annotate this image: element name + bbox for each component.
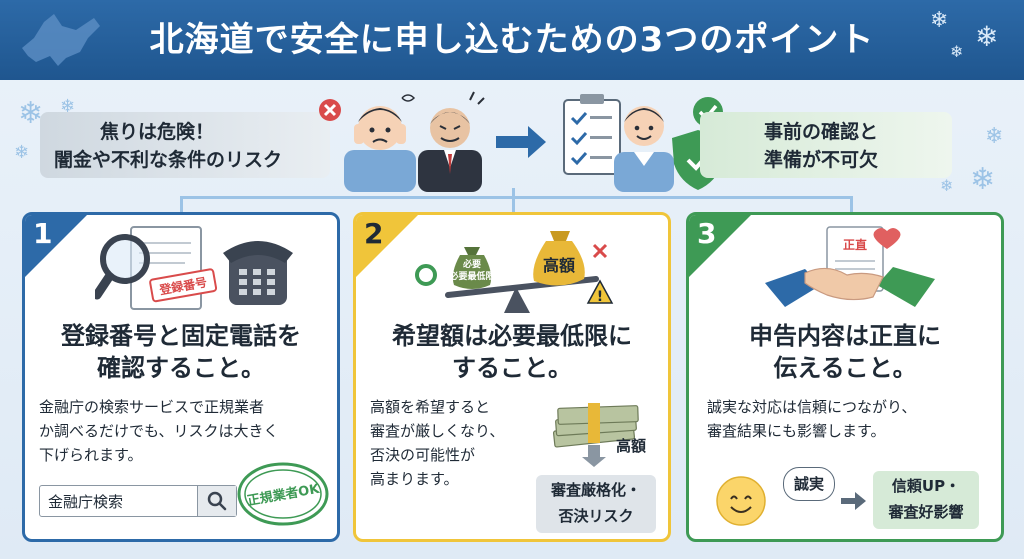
card-title-line: 確認すること。 (97, 354, 265, 382)
card-body-line: 否決の可能性が (370, 446, 476, 464)
card-corner (689, 215, 751, 277)
point-number: 3 (697, 217, 717, 250)
snowflake-icon: ❄ (970, 162, 996, 197)
document-label: 正直 (843, 237, 867, 252)
search-icon (207, 491, 227, 511)
point-card-2: 2 必要 必要最低限 高額 ! 希望額は必要最低限に すること。 高額を希望する… (353, 212, 671, 542)
card-corner (25, 215, 87, 277)
safe-line-2: 準備が不可欠 (764, 149, 879, 171)
point-card-3: 3 正直 申告内容は正直に 伝えること。 誠実な対応は信頼につながり、 審査結果… (686, 212, 1004, 542)
page-title: 北海道で安全に申し込むための3つのポイント (149, 20, 875, 60)
money-label: 高額 (616, 437, 647, 455)
svg-text:!: ! (597, 289, 603, 305)
card-body-line: 金融庁の検索サービスで正規業者 (39, 398, 265, 416)
safe-message: 事前の確認と 準備が不可欠 (700, 112, 952, 178)
card-corner (356, 215, 418, 277)
speech-bubble: 誠実 (783, 467, 835, 501)
svg-text:必要: 必要 (462, 258, 481, 270)
connector-line (512, 188, 515, 214)
card-title: 申告内容は正直に 伝えること。 (689, 320, 1001, 384)
snowflake-icon: ❄ (930, 8, 949, 33)
result-tag: 審査厳格化・ 否決リスク (536, 475, 656, 533)
hokkaido-map-icon (22, 14, 100, 66)
card-body-line: 審査結果にも影響します。 (707, 422, 886, 440)
snowflake-icon: ❄ (950, 42, 964, 61)
snowflake-icon: ❄ (60, 96, 76, 117)
result-line: 審査厳格化・ (550, 481, 641, 499)
balance-scale-illustration: 必要 必要最低限 高額 ! (415, 231, 614, 313)
danger-line-2: 闇金や不利な条件のリスク (54, 149, 283, 171)
card-title: 希望額は必要最低限に すること。 (356, 320, 668, 384)
header-banner: 北海道で安全に申し込むための3つのポイント ❄ ❄ ❄ (0, 0, 1024, 80)
money-stack-icon (552, 403, 639, 467)
search-input[interactable]: 金融庁検索 (48, 493, 124, 511)
card-body-line: 誠実な対応は信頼につながり、 (707, 398, 917, 416)
result-line: 審査好影響 (888, 503, 964, 521)
card-title-line: 希望額は必要最低限に (392, 322, 632, 350)
card-body: 誠実な対応は信頼につながり、 審査結果にも影響します。 (707, 395, 916, 443)
card-body-line: 高額を希望すると (370, 398, 491, 416)
snowflake-icon: ❄ (985, 124, 1004, 149)
result-line: 否決リスク (558, 507, 634, 525)
card-title-line: 伝えること。 (773, 354, 917, 382)
point-card-1: 1 登録番号 登録番号と固定電話を 確認すること。 金融庁の検索サービスで正規業… (22, 212, 340, 542)
snowflake-icon: ❄ (975, 20, 999, 53)
arrow-right-icon (496, 126, 546, 158)
arrow-right-icon (841, 492, 866, 510)
connector-line (850, 196, 853, 214)
search-button[interactable] (197, 486, 236, 516)
card-body-line: 審査が厳しくなり、 (370, 422, 505, 440)
worried-people-illustration (319, 91, 485, 192)
result-line: 信頼UP・ (891, 477, 961, 495)
card-body: 高額を希望すると 審査が厳しくなり、 否決の可能性が 高まります。 (370, 395, 504, 491)
safe-line-1: 事前の確認と (764, 121, 879, 143)
small-bag-label: 必要最低限 (448, 270, 495, 282)
snowflake-icon: ❄ (14, 142, 30, 163)
card-title-line: すること。 (452, 354, 572, 382)
snowflake-icon: ❄ (18, 96, 44, 131)
point-number: 2 (364, 217, 384, 250)
handshake-illustration: 正直 (765, 226, 935, 307)
card-title-line: 申告内容は正直に (749, 322, 941, 350)
card-title: 登録番号と固定電話を 確認すること。 (25, 320, 337, 384)
card-body: 金融庁の検索サービスで正規業者 か調べるだけでも、リスクは大きく 下げられます。 (39, 395, 279, 467)
connector-line (180, 196, 183, 214)
card-body-line: 下げられます。 (39, 446, 143, 464)
search-box[interactable]: 金融庁検索 (39, 485, 237, 517)
point-number: 1 (33, 217, 53, 250)
card-title-line: 登録番号と固定電話を (61, 322, 301, 350)
danger-message: 焦りは危険！ 闇金や不利な条件のリスク (40, 112, 330, 178)
card-body-line: 高まります。 (370, 470, 459, 488)
verified-stamp-text: 正規業者OK (246, 481, 322, 510)
snowflake-icon: ❄ (940, 176, 954, 195)
card-body-line: か調べるだけでも、リスクは大きく (39, 422, 279, 440)
registration-check-illustration: 登録番号 (95, 226, 293, 310)
large-bag-label: 高額 (543, 256, 575, 275)
verified-stamp-icon: 正規業者OK (237, 462, 329, 526)
connector-line (180, 196, 852, 199)
result-tag: 信頼UP・ 審査好影響 (873, 471, 979, 529)
smiley-face-icon (716, 476, 766, 526)
danger-line-1: 焦りは危険！ (100, 121, 215, 143)
